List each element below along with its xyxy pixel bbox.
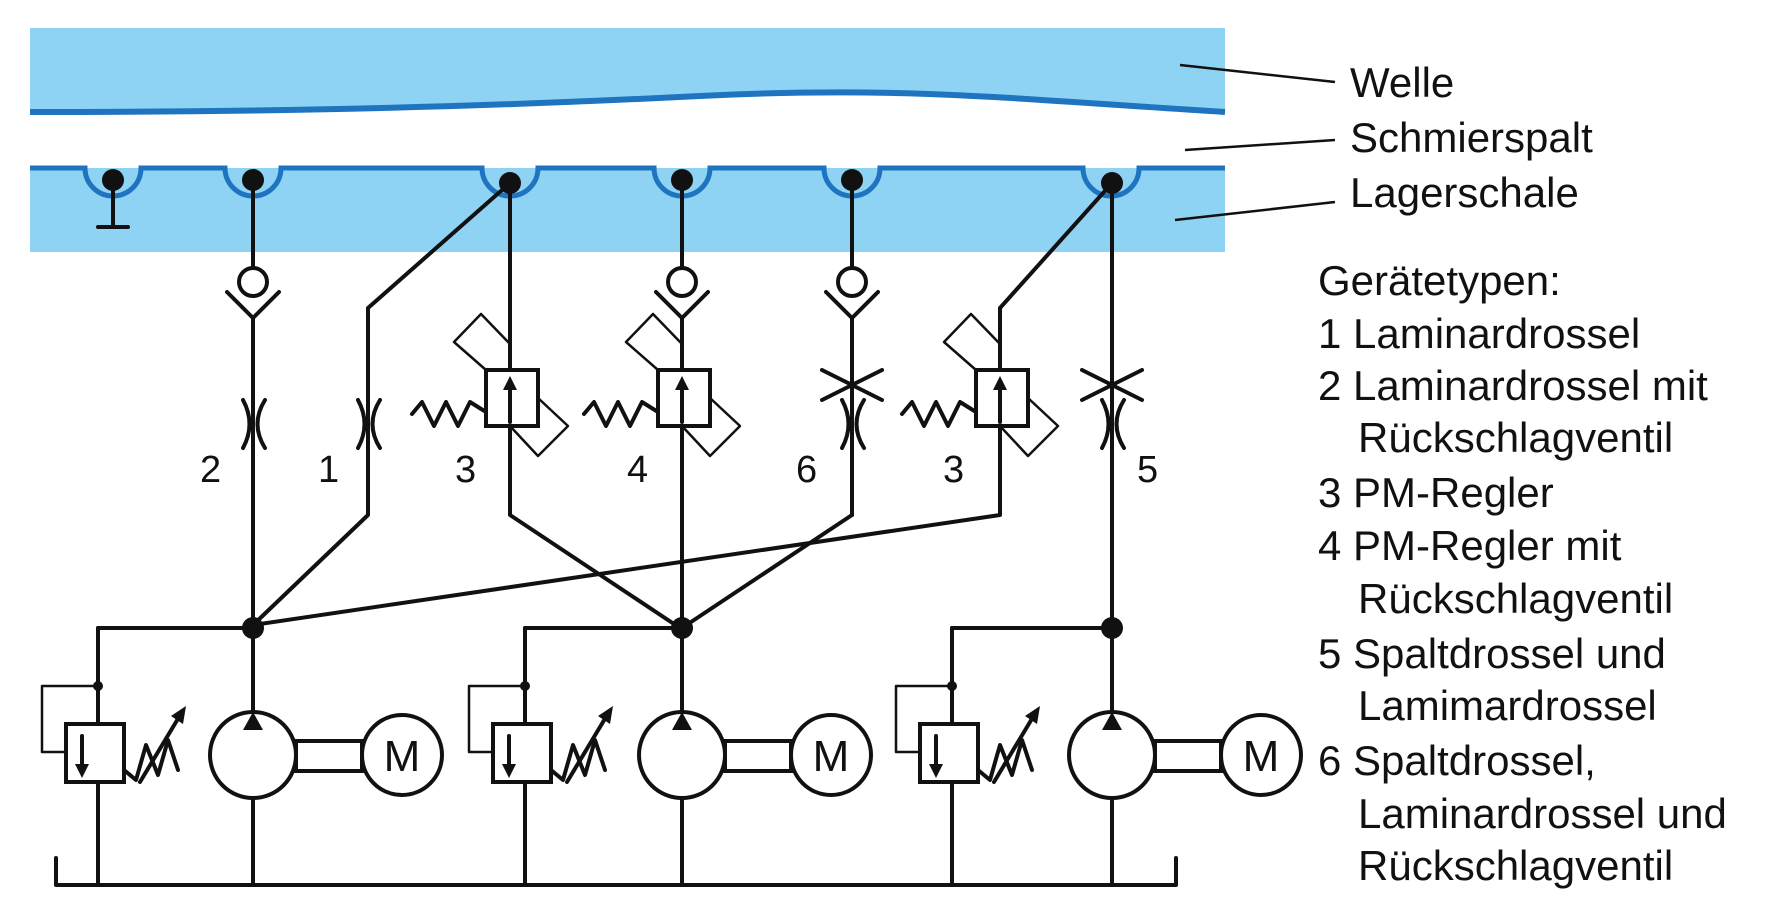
motor-label-1: M: [384, 732, 421, 781]
pressure-junctions: [93, 617, 1123, 691]
device-number-3-right: 3: [943, 449, 964, 491]
legend-line-5: 4 PM-Regler mit: [1318, 522, 1622, 569]
branch-device-3-right: [251, 181, 1114, 627]
shaft: [29, 28, 1226, 115]
branch-device-3-left: [410, 181, 682, 630]
branch-device-5: [1080, 181, 1144, 630]
legend: Gerätetypen: 1 Laminardrossel 2 Laminard…: [1318, 257, 1727, 889]
device-number-6: 6: [796, 449, 817, 491]
tank: [54, 856, 1178, 887]
device-number-1: 1: [318, 449, 339, 491]
pocket-junctions: [102, 169, 1123, 194]
device-number-2: 2: [200, 449, 221, 491]
legend-line-6: Rückschlagventil: [1358, 575, 1673, 622]
legend-title: Gerätetypen:: [1318, 257, 1561, 304]
legend-line-8: Lamimardrossel: [1358, 682, 1657, 729]
branch-device-2: [225, 178, 281, 632]
legend-line-3: Rückschlagventil: [1358, 414, 1673, 461]
pump-unit-2: M: [467, 626, 873, 887]
pump-unit-1: M: [40, 626, 444, 887]
legend-line-7: 5 Spaltdrossel und: [1318, 630, 1666, 677]
legend-line-9: 6 Spaltdrossel,: [1318, 737, 1596, 784]
branch-device-6: [680, 178, 884, 630]
device-number-5: 5: [1137, 449, 1158, 491]
branch-device-1: [251, 181, 512, 627]
schmierspalt-label: Schmierspalt: [1350, 114, 1593, 161]
motor-label-2: M: [813, 732, 850, 781]
legend-line-4: 3 PM-Regler: [1318, 469, 1554, 516]
lagerschale-label: Lagerschale: [1350, 169, 1579, 216]
legend-line-10: Laminardrossel und: [1358, 790, 1727, 837]
legend-line-11: Rückschlagventil: [1358, 842, 1673, 889]
device-number-4: 4: [627, 449, 648, 491]
branch-device-4: [582, 178, 742, 632]
bearing-shell: [30, 165, 1225, 252]
legend-line-1: 1 Laminardrossel: [1318, 310, 1640, 357]
pump-unit-3: M: [894, 626, 1303, 887]
welle-label: Welle: [1350, 59, 1454, 106]
device-number-3-left: 3: [455, 449, 476, 491]
label-pointers: [1174, 63, 1336, 222]
legend-line-2: 2 Laminardrossel mit: [1318, 362, 1708, 409]
motor-label-3: M: [1243, 732, 1280, 781]
